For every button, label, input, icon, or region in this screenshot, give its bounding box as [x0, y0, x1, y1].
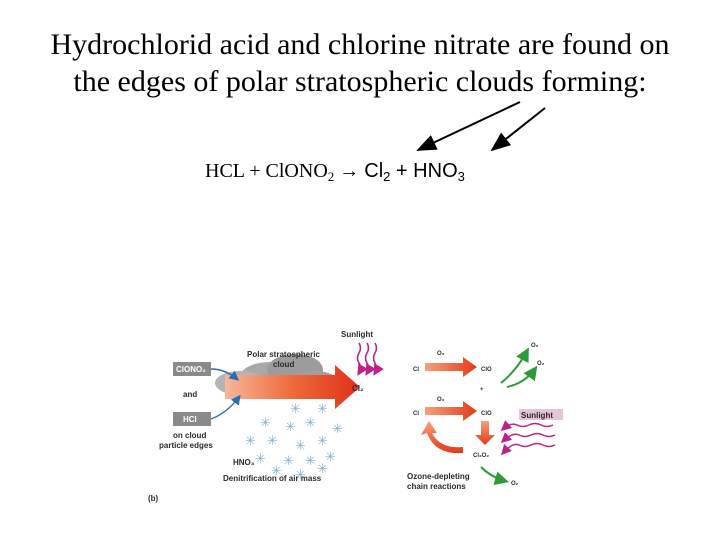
svg-text:✳: ✳ [317, 402, 328, 417]
clo-lower-label: ClO [481, 411, 492, 417]
green-arrow-upper [500, 347, 529, 384]
cl2o2-label: Cl₂O₂ [473, 453, 489, 459]
svg-text:✳: ✳ [295, 468, 306, 483]
sunlight-right-label: Sunlight [521, 411, 553, 420]
arrow-to-hno3 [490, 107, 546, 152]
svg-text:✳: ✳ [317, 462, 328, 477]
svg-text:✳: ✳ [332, 422, 343, 437]
svg-text:✳: ✳ [267, 434, 278, 449]
o2-c-label: O₂ [511, 481, 519, 487]
reaction-equation: HCL + ClONO2 → Cl2 + HNO3 [205, 160, 465, 185]
svg-text:✳: ✳ [305, 454, 316, 469]
sunlight-right-box [519, 409, 563, 420]
denitrification-label: Denitrification of air mass [223, 474, 322, 483]
upper-red-arrow [425, 357, 477, 377]
ozone-depleting-line1: Ozone-depleting [407, 472, 470, 481]
o2-b-label: O₂ [537, 361, 545, 367]
plus-label: + [480, 387, 484, 393]
cl-upper-label: Cl [413, 367, 419, 373]
hcl-arrow [210, 394, 241, 420]
svg-text:✳: ✳ [295, 439, 306, 454]
title-line-2: the edges of polar stratospheric clouds … [73, 65, 647, 98]
svg-text:✳: ✳ [245, 434, 256, 449]
clono2-label: ClONO₂ [176, 365, 206, 374]
snowflake-field: ✳✳ ✳✳✳✳ ✳✳✳✳ ✳✳✳✳ ✳✳✳ [245, 402, 343, 483]
clono2-box [173, 362, 211, 376]
sunlight-top-rays [356, 342, 384, 376]
clo-upper-label: ClO [481, 367, 492, 373]
o2-a-label: O₂ [531, 343, 539, 349]
equation-rhs: Cl2 + HNO3 [364, 160, 465, 184]
svg-text:✳: ✳ [285, 420, 296, 435]
down-red-arrow [475, 421, 495, 445]
o3-lower-label: O₃ [437, 397, 445, 403]
equation-arrow: → [339, 160, 360, 182]
hcl-box [173, 412, 211, 426]
green-arrow-upper-2 [506, 365, 538, 388]
cloud-label-line2: cloud [273, 360, 294, 369]
return-red-arrow [421, 421, 463, 454]
svg-text:✳: ✳ [283, 454, 294, 469]
on-cloud-line1: on cloud [173, 431, 206, 440]
svg-text:✳: ✳ [255, 452, 266, 467]
on-cloud-line2: particle edges [159, 441, 213, 450]
green-arrow-lower [480, 466, 509, 485]
slide-title: Hydrochlorid acid and chlorine nitrate a… [0, 26, 720, 100]
title-line-1: Hydrochlorid acid and chlorine nitrate a… [50, 28, 670, 61]
arrow-to-cl2 [416, 101, 521, 151]
cl2-label: Cl₂ [352, 384, 364, 393]
and-label: and [183, 390, 197, 399]
cloud-label-line1: Polar stratospheric [247, 350, 320, 359]
svg-text:✳: ✳ [325, 450, 336, 465]
svg-text:✳: ✳ [317, 434, 328, 449]
svg-text:✳: ✳ [305, 416, 316, 431]
ozone-depleting-line2: chain reactions [407, 482, 466, 491]
lower-red-arrow [425, 401, 477, 421]
hcl-label: HCl [183, 415, 197, 424]
psc-chemistry-diagram: Sunlight Polar stratospheric cloud ClONO… [148, 330, 563, 503]
panel-label: (b) [148, 494, 159, 503]
svg-text:✳: ✳ [271, 464, 282, 479]
svg-text:✳: ✳ [260, 416, 271, 431]
sunlight-right-rays [500, 420, 556, 456]
clono2-arrow [210, 368, 240, 381]
svg-text:✳: ✳ [290, 402, 301, 417]
hno3-label: HNO₃ [233, 458, 255, 467]
cl-lower-label: Cl [413, 411, 419, 417]
equation-lhs: HCL + ClONO2 [205, 160, 335, 184]
o3-upper-label: O₃ [437, 351, 445, 357]
big-red-arrow [225, 365, 360, 409]
sunlight-top-label: Sunlight [341, 330, 373, 339]
